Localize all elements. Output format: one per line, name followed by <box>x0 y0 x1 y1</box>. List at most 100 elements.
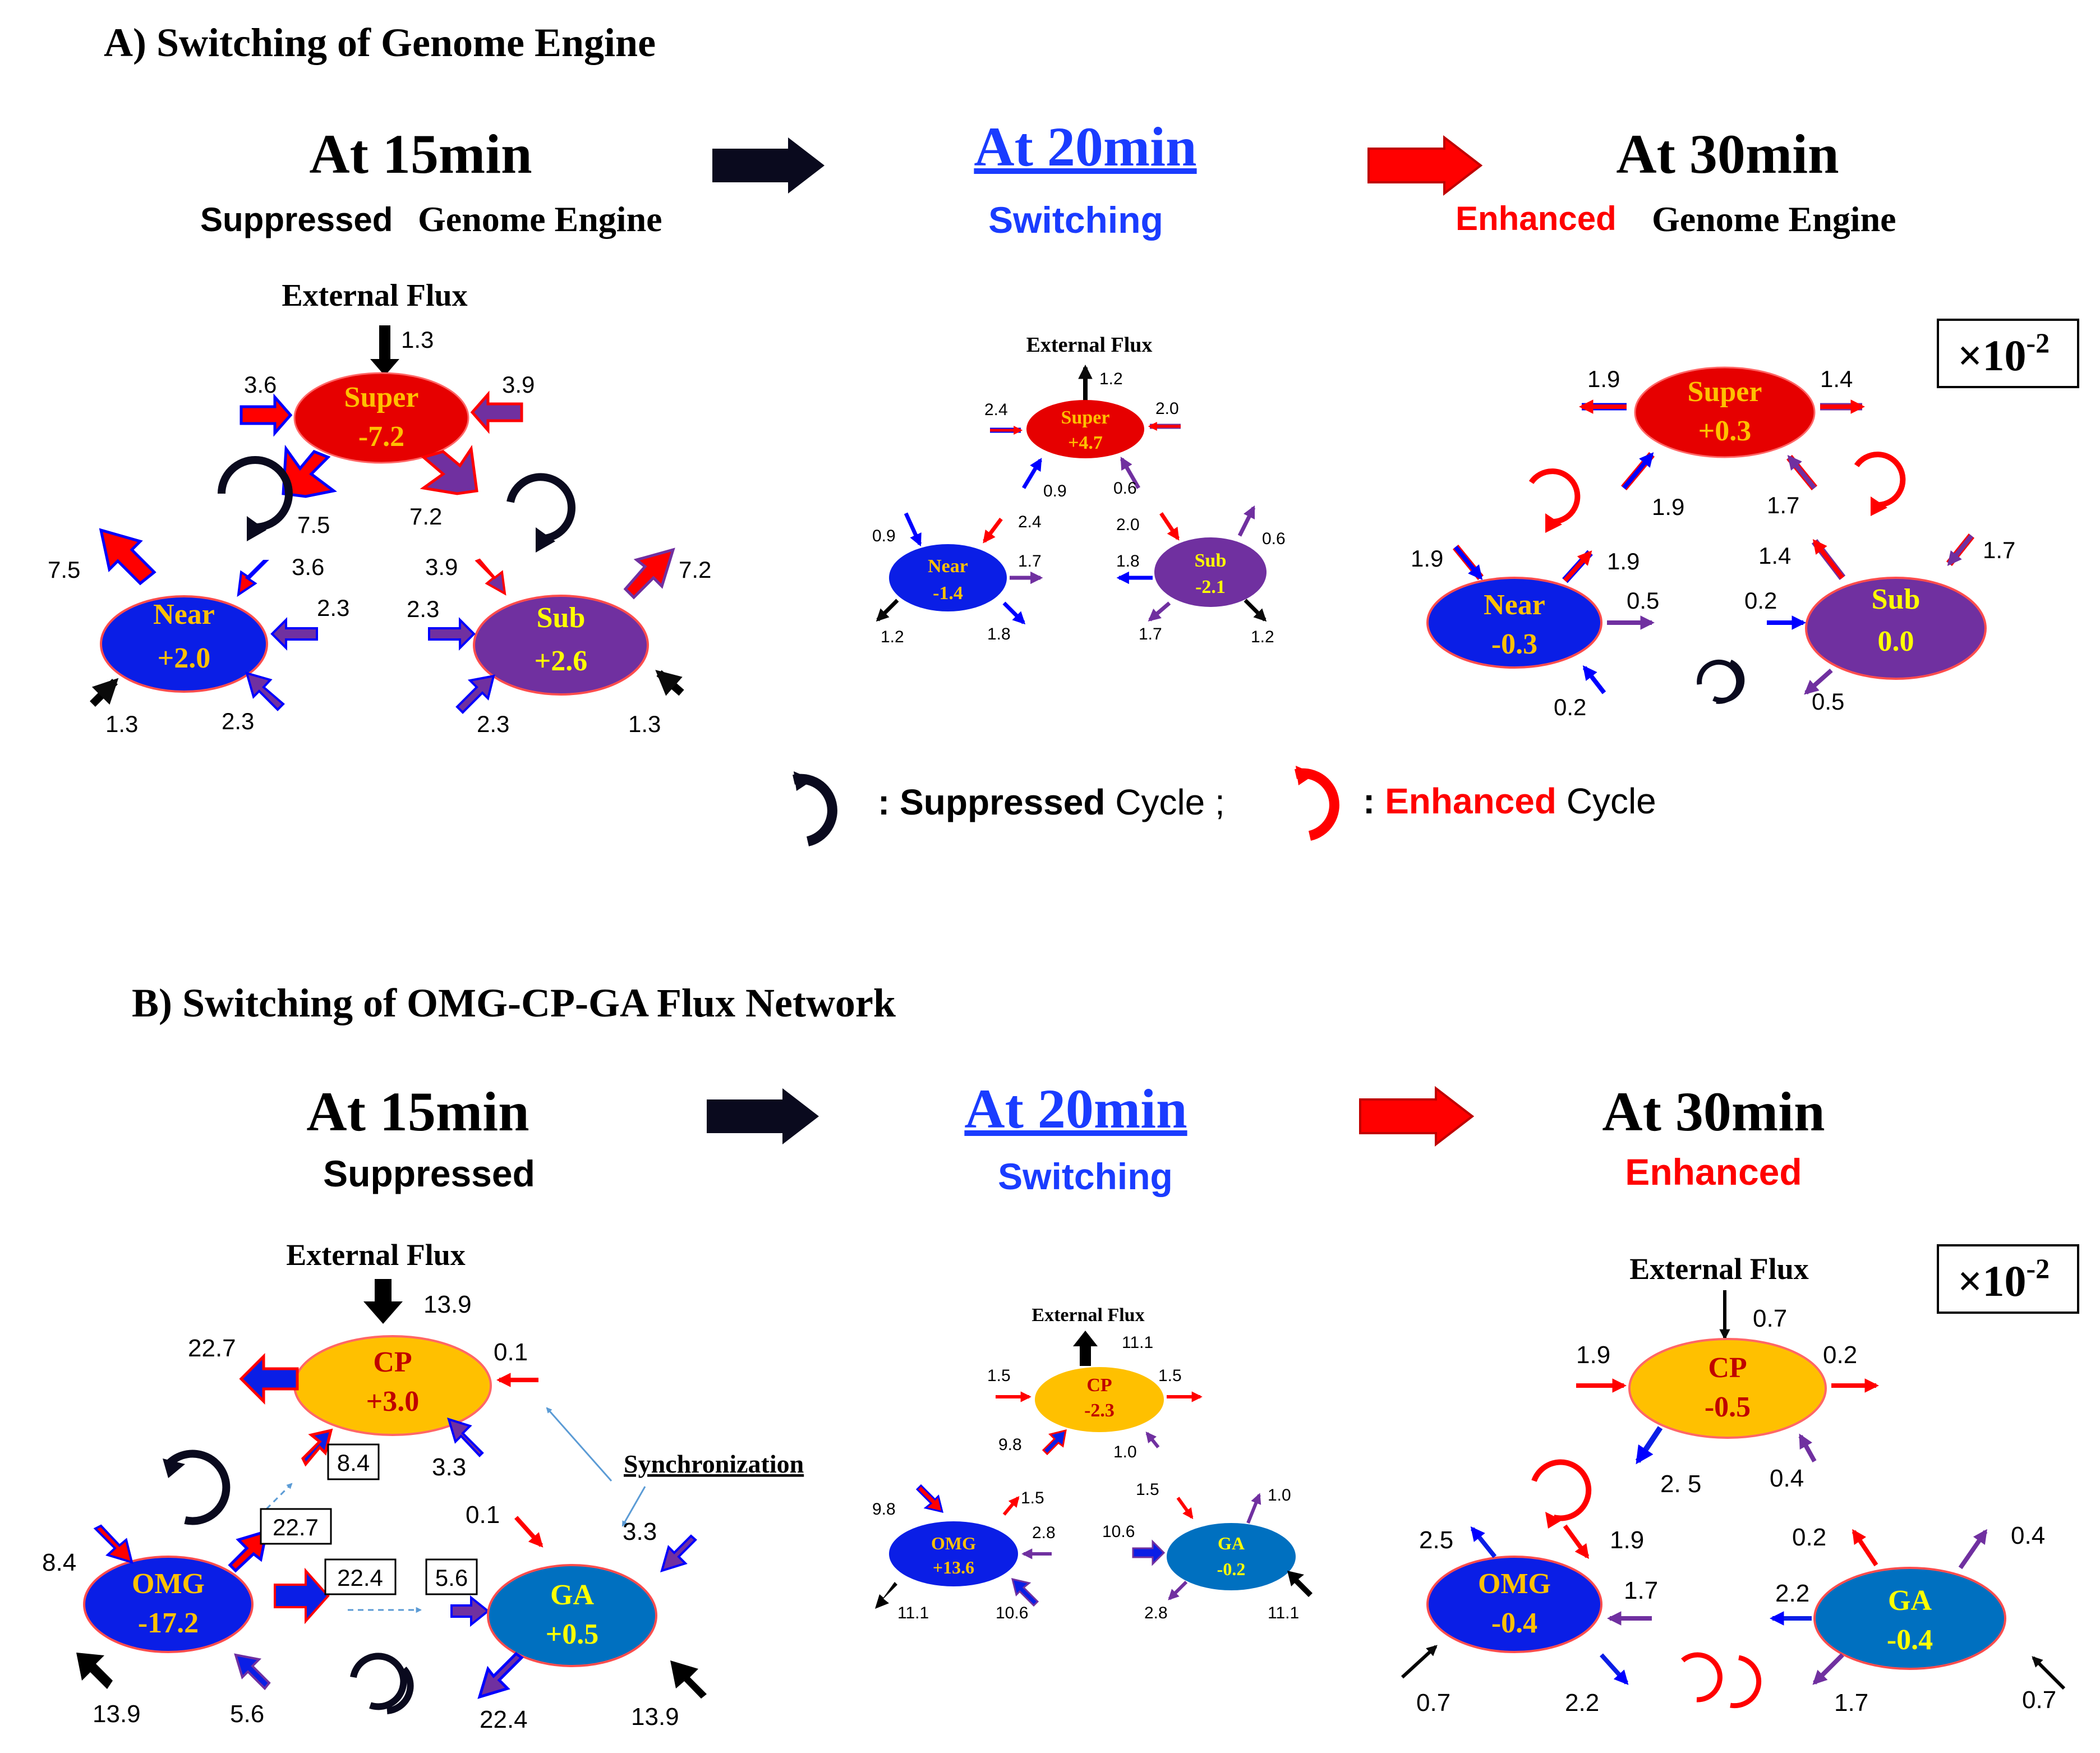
b20-o-b-value: 10.6 <box>996 1604 1028 1622</box>
b30-g-tl-arrow <box>1852 1529 1878 1567</box>
b30-ext-value: 0.7 <box>1753 1305 1787 1332</box>
a20-sub-value: -2.1 <box>1195 577 1226 597</box>
b30-ga-name: GA <box>1888 1585 1932 1617</box>
a15-super-near-value: 7.5 <box>297 512 330 538</box>
b20-c-bl-arrow <box>1042 1429 1067 1456</box>
b15-box-227 <box>260 1508 332 1545</box>
b15-box-224-value: 22.4 <box>337 1565 383 1591</box>
legend-enhanced-text: : Enhanced Cycle <box>1363 781 1656 821</box>
b30-g-ext-value: 0.7 <box>2022 1686 2056 1714</box>
b30-omg-value: -0.4 <box>1491 1607 1537 1639</box>
b15-cp-out-arrow <box>239 1352 299 1405</box>
b15-ga-out-arrow <box>477 1651 524 1699</box>
b15-external-arrow <box>363 1279 403 1324</box>
a15-external-flux-label: External Flux <box>282 278 467 313</box>
b20-c-r-value: 1.5 <box>1158 1366 1182 1385</box>
b30-omg-node <box>1426 1556 1602 1653</box>
b20-g-tr-value: 1.0 <box>1268 1486 1291 1504</box>
a15-sub-in-top-arrow <box>475 558 506 596</box>
a20-n-tr-arrow <box>983 517 1003 544</box>
a30-sub-name: Sub <box>1872 583 1921 615</box>
a20-super-name: Super <box>1061 407 1110 428</box>
legend-suppressed-head-icon <box>794 771 813 791</box>
b20-o-tl-value: 9.8 <box>872 1500 896 1519</box>
a15-ext-value: 1.3 <box>401 326 434 353</box>
b20-c-bl-value: 9.8 <box>998 1435 1022 1454</box>
panel-a-title: A) Switching of Genome Engine <box>104 20 656 65</box>
b30-g-bl-value: 1.7 <box>1834 1689 1868 1717</box>
b20-external-arrow <box>1073 1331 1098 1366</box>
a-arrow-15-20 <box>712 137 825 194</box>
b20-o-ext-value: 11.1 <box>897 1604 929 1622</box>
a15-near-ext-value: 1.3 <box>105 711 138 737</box>
a15-sub-in-bot-value: 2.3 <box>477 711 509 737</box>
a30-n-tl-arrow <box>1453 545 1483 580</box>
a15-arrow-super-near <box>282 444 337 498</box>
a20-s-right-value: 2.0 <box>1155 399 1179 418</box>
a-legend: : Suppressed Cycle ; : Enhanced Cycle <box>793 766 1656 846</box>
a30-sub-value: 0.0 <box>1878 625 1914 657</box>
b15-sync-label: Synchronization <box>624 1450 804 1478</box>
a30-u-tl-arrow <box>1812 539 1845 579</box>
b30-cycle-left-head-icon <box>1545 1512 1562 1529</box>
b15-omg-out-r-arrow <box>274 1567 330 1625</box>
a20-s-br-arrow <box>1120 457 1141 489</box>
a15-arrow-right-in <box>470 390 523 434</box>
legend-suppressed-text: : Suppressed Cycle ; <box>878 782 1225 822</box>
b20-ext-value: 11.1 <box>1122 1333 1153 1352</box>
panel-a: A) Switching of Genome Engine At 15min A… <box>48 20 2079 846</box>
b20-ga-value: -0.2 <box>1217 1559 1246 1579</box>
b20-o-tr-arrow <box>1002 1496 1020 1516</box>
a20-s-bl-arrow <box>1021 458 1043 489</box>
a15-super-name: Super <box>344 381 419 413</box>
a30-u-tr-arrow <box>1947 534 1974 566</box>
a30-s-right-value: 1.4 <box>1820 366 1853 392</box>
b15-dashed-up <box>265 1483 293 1510</box>
a30-n-b-value: 0.2 <box>1554 694 1586 720</box>
a30-cycle-left-icon <box>1528 468 1581 524</box>
b20-ga-node <box>1167 1523 1296 1590</box>
a15-near-name: Near <box>153 599 215 631</box>
a20-s-bl-value: 0.9 <box>1043 482 1067 500</box>
b20-cp-node <box>1035 1367 1164 1432</box>
a20-u-bl-arrow <box>1148 601 1171 622</box>
a30-near-node <box>1426 577 1602 669</box>
a15-sub-ext-value: 1.3 <box>628 711 661 737</box>
b15-omg-name: OMG <box>132 1568 205 1600</box>
b-arrow-20-30 <box>1359 1085 1475 1147</box>
b30-g-tr-arrow <box>1958 1529 1988 1570</box>
a30-n-tr-value: 1.9 <box>1607 548 1640 574</box>
b20-external-flux-label: External Flux <box>1031 1305 1144 1326</box>
b15-sync-line-upper <box>546 1407 612 1481</box>
b20-g-tl-arrow <box>1176 1497 1194 1520</box>
a15-arrow-super-sub <box>420 445 478 495</box>
a15-cycle-left-head-icon <box>247 516 266 541</box>
a15-near-in-right-arrow <box>270 617 318 651</box>
b20-c-l-value: 1.5 <box>987 1366 1011 1385</box>
b15-box-56 <box>425 1558 478 1595</box>
b15-ga-node <box>487 1564 657 1667</box>
a15-cycle-right-icon <box>506 473 575 542</box>
a20-n-tl-arrow <box>904 512 922 547</box>
b15-cp-in-br-value: 3.3 <box>432 1453 466 1481</box>
a30-super-node <box>1634 366 1816 458</box>
a30-diagram: Super +0.3 1.9 1.4 1.9 1.7 Near -0.3 1 <box>1411 366 2015 720</box>
b15-ga-name: GA <box>550 1579 594 1611</box>
a30-u-tl-value: 1.4 <box>1758 542 1791 569</box>
a15-sub-ext-arrow <box>655 670 684 696</box>
b30-cycle-bottom-b-icon <box>1730 1655 1762 1709</box>
b15-cp-in-r-value: 0.1 <box>494 1338 528 1366</box>
b-time-20: At 20min <box>964 1078 1187 1140</box>
b15-box-227-value: 22.7 <box>273 1514 319 1540</box>
a30-n-tr-arrow <box>1563 550 1592 582</box>
a20-near-name: Near <box>928 556 968 577</box>
b15-ga-in-tr-arrow <box>660 1534 697 1573</box>
b15-cp-value: +3.0 <box>366 1386 420 1418</box>
b15-ga-value: +0.5 <box>546 1618 599 1650</box>
b15-cp-in-bl-arrow <box>301 1428 333 1467</box>
a-sub20-switching: Switching <box>988 199 1163 241</box>
a15-near-in-bot-arrow <box>245 671 285 711</box>
b20-o-b-arrow <box>1011 1577 1039 1607</box>
a30-near-name: Near <box>1484 589 1545 621</box>
b30-cp-value: -0.5 <box>1705 1391 1751 1423</box>
